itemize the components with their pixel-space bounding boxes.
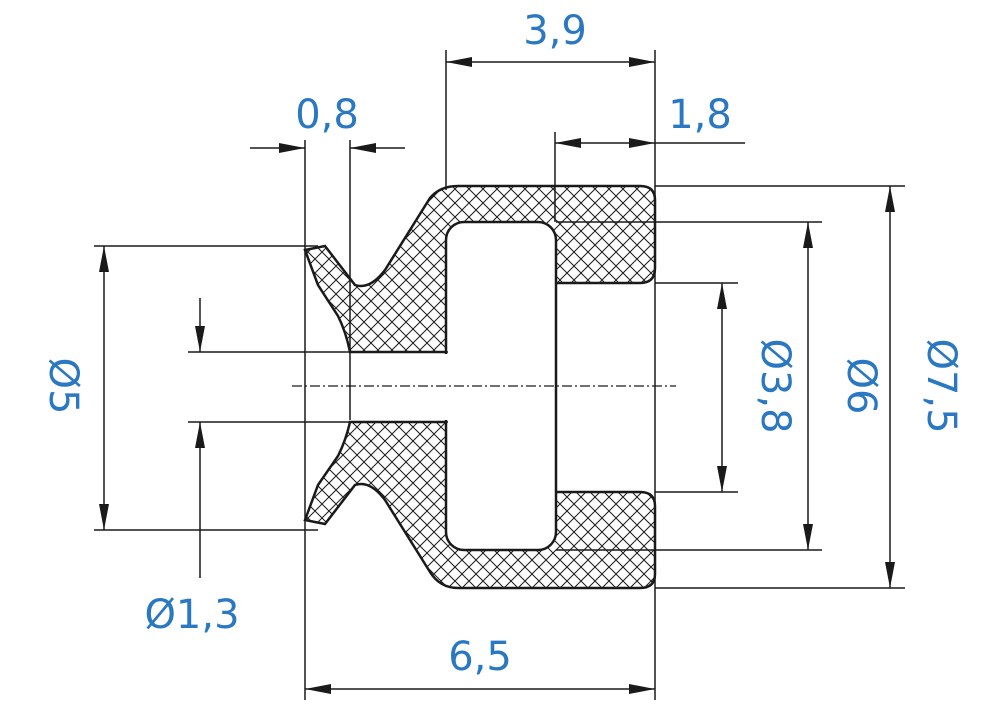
dim-label-inner-diameter: Ø3,8: [752, 338, 798, 433]
dim-label-lip-thickness: 0,8: [295, 92, 359, 138]
dim-label-outer-diameter: Ø7,5: [918, 338, 964, 433]
dim-label-hole-diameter: Ø1,3: [144, 592, 239, 638]
dim-label-right-width: 1,8: [668, 92, 732, 138]
extension-lines: [94, 50, 905, 700]
dimension-top-width: 3,9: [446, 8, 655, 67]
center-channel: [348, 354, 448, 420]
dim-label-top-width: 3,9: [523, 8, 587, 54]
dimension-left-diameter: Ø5: [40, 246, 109, 530]
dimension-hole-diameter: Ø1,3: [144, 298, 240, 638]
part-body: [303, 184, 657, 590]
dim-label-overall-length: 6,5: [448, 634, 512, 680]
dim-label-left-diameter: Ø5: [40, 358, 86, 415]
dim-label-mid-diameter: Ø6: [838, 358, 884, 415]
dimension-inner-diameter: Ø3,8: [717, 283, 798, 492]
dimension-outer-diameter: Ø7,5: [885, 186, 964, 588]
dimension-overall-length: 6,5: [305, 634, 655, 694]
dimension-mid-diameter: Ø6: [803, 222, 884, 550]
dimension-lip-thickness: 0,8: [250, 92, 405, 153]
dimension-right-width: 1,8: [555, 92, 745, 148]
